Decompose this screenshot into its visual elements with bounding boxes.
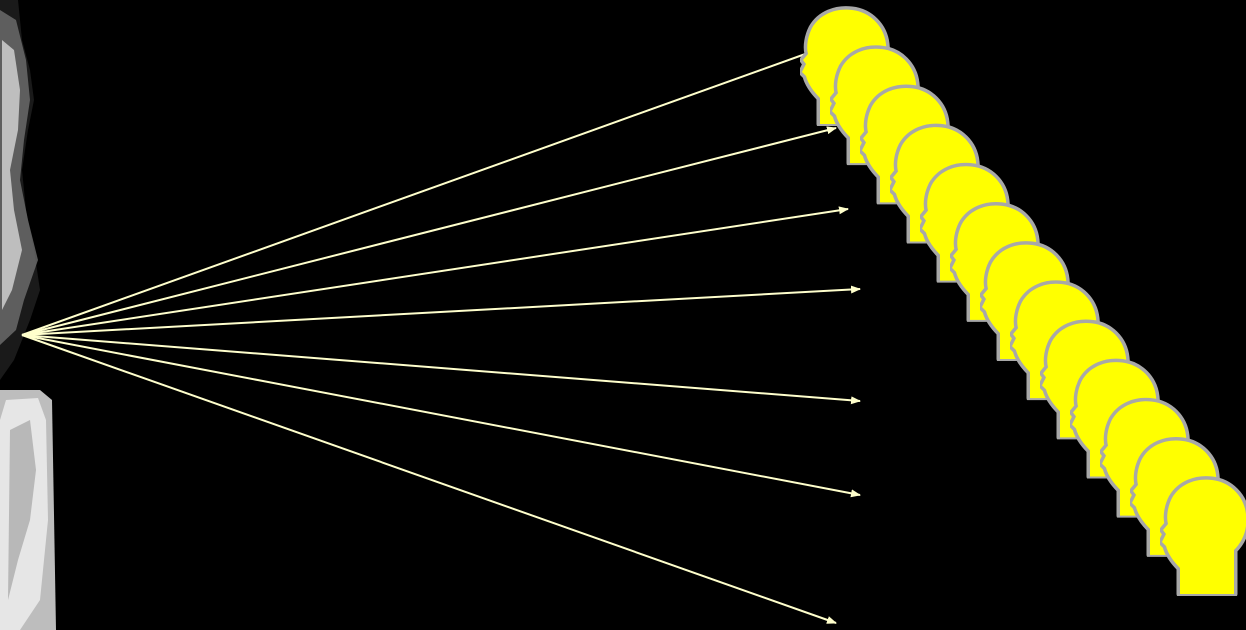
audience-heads bbox=[802, 10, 1246, 594]
arrow-1 bbox=[22, 48, 822, 335]
arrow-group bbox=[22, 48, 860, 623]
speaker-figure-icon bbox=[0, 0, 56, 630]
arrow-7 bbox=[22, 335, 836, 623]
arrow-2 bbox=[22, 128, 836, 335]
arrow-3 bbox=[22, 209, 848, 335]
head-profile-icon bbox=[1162, 480, 1246, 594]
arrow-5 bbox=[22, 335, 860, 401]
arrow-6 bbox=[22, 335, 860, 495]
arrow-4 bbox=[22, 289, 860, 335]
